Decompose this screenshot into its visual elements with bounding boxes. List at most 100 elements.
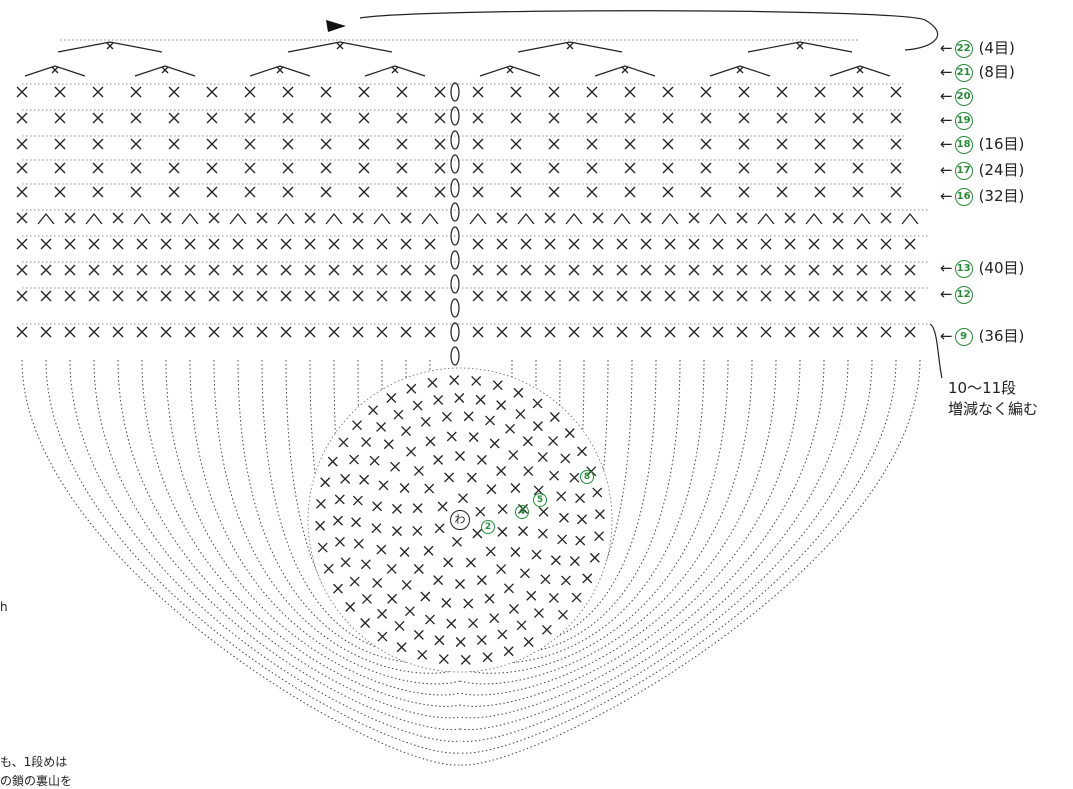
sc-stitch [510,162,522,174]
sc-stitch [466,472,477,483]
sc-stitch [640,212,652,224]
sc-stitch [544,238,556,250]
sc-stitch [433,454,444,465]
sc-stitch [16,162,28,174]
sc-stitch [160,212,172,224]
base-round-8: 8 [580,470,594,484]
sc-stitch [112,264,124,276]
sc-stitch [489,613,500,624]
inc-dec-stitch [325,213,343,225]
sc-stitch [413,466,424,476]
sc-stitch [458,493,468,504]
sc-stitch [548,112,560,124]
sc-stitch [537,452,548,463]
sc-stitch [206,138,218,150]
dec-mark [364,65,426,77]
sc-stitch [784,264,796,276]
sc-stitch [592,326,604,338]
sc-stitch [184,238,196,250]
loop-arc [213,359,461,674]
sc-stitch [443,557,454,568]
sc-stitch [558,609,568,620]
sc-stitch [814,138,826,150]
sc-stitch [232,264,244,276]
sc-stitch [575,493,585,504]
sc-stitch [328,290,340,302]
dec-mark [594,65,656,77]
sc-stitch [852,138,864,150]
sc-stitch [496,238,508,250]
sc-stitch [890,86,902,98]
sc-stitch [510,483,521,493]
sc-stitch [533,608,544,619]
sc-stitch [184,326,196,338]
sc-stitch [244,186,256,198]
dec-mark [249,65,311,77]
sc-stitch [320,162,332,174]
sc-stitch [496,290,508,302]
sc-stitch [564,428,575,439]
loop-arc [21,359,461,766]
sc-stitch [513,387,524,398]
inc-dec-stitch [901,213,919,225]
sc-stitch [333,515,343,526]
sc-stitch [497,629,508,640]
sc-stitch [320,138,332,150]
sc-stitch [434,162,446,174]
sc-stitch [387,593,398,604]
sc-stitch [454,393,465,403]
sc-stitch [40,264,52,276]
round-number: 9 [954,327,973,346]
sc-stitch [112,212,124,224]
sc-stitch [376,264,388,276]
sc-stitch [520,290,532,302]
sc-stitch [856,326,868,338]
sc-stitch [404,606,415,617]
sc-stitch [64,212,76,224]
arrow-icon: ← [940,63,953,81]
sc-stitch [548,436,559,447]
round-number: 22 [954,39,973,58]
sc-stitch [559,512,569,523]
sc-stitch [392,526,402,537]
sc-stitch [136,326,148,338]
sc-stitch [16,290,28,302]
sc-stitch [424,326,436,338]
sc-stitch [208,238,220,250]
note-line-1: 10〜11段 [948,379,1017,397]
sc-stitch [412,400,423,411]
sc-stitch [400,212,412,224]
sc-stitch [358,162,370,174]
sc-stitch [586,112,598,124]
sc-stitch [520,264,532,276]
sc-stitch [544,264,556,276]
sc-stitch [168,86,180,98]
sc-stitch [386,393,397,403]
sc-stitch [516,620,527,631]
sc-stitch [506,66,514,74]
sc-stitch [282,138,294,150]
sc-stitch [92,86,104,98]
sc-stitch [475,394,486,405]
sc-stitch [434,523,445,534]
sc-stitch [396,162,408,174]
sc-stitch [352,420,362,431]
sc-stitch [808,264,820,276]
sc-stitch [276,66,284,74]
sc-stitch [904,264,916,276]
arrow-icon: ← [940,39,953,57]
sc-stitch [417,649,428,660]
sc-stitch [662,162,674,174]
arrow-icon: ← [940,135,953,153]
sc-stitch [244,138,256,150]
sc-stitch [333,583,343,594]
sc-stitch [796,42,804,50]
sc-stitch [856,66,864,74]
sc-stitch [776,86,788,98]
sc-stitch [472,186,484,198]
arrow-icon: ← [940,187,953,205]
sc-stitch [616,290,628,302]
sc-stitch [320,112,332,124]
sc-stitch [664,326,676,338]
